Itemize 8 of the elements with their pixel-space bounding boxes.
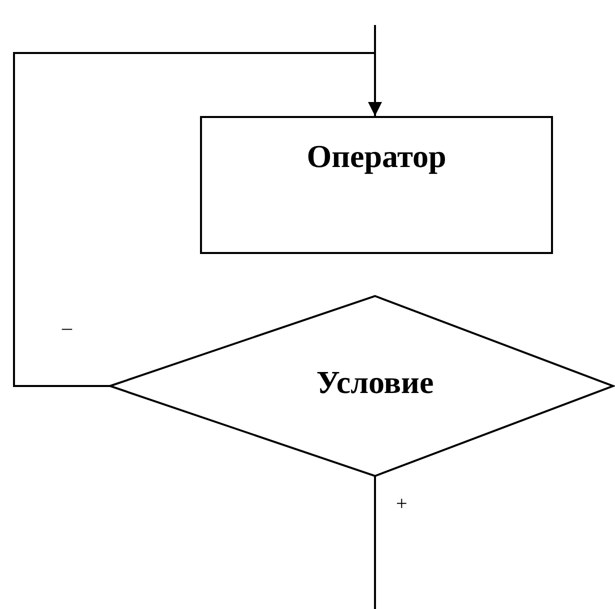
process-box [200, 116, 553, 254]
connector [374, 476, 376, 609]
edge-label: – [62, 318, 72, 338]
node-label: Оператор [306, 138, 448, 175]
connector [13, 52, 382, 387]
node-label: Условие [315, 364, 435, 401]
edge-label: + [396, 494, 408, 514]
decision-diamond [110, 296, 613, 476]
